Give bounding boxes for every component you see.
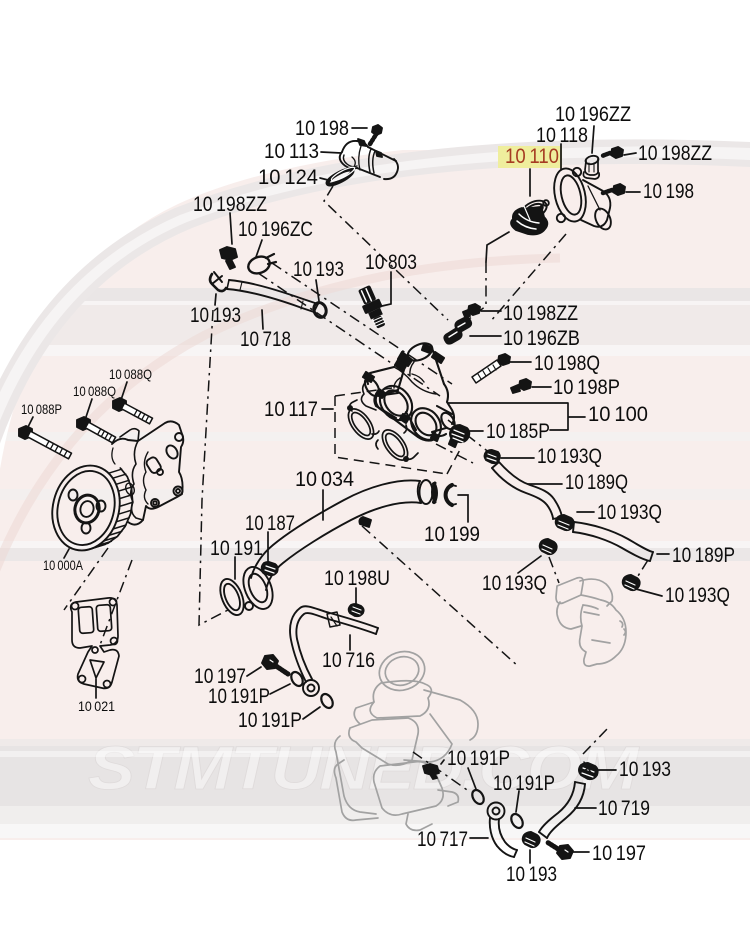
svg-text:10 193Q: 10 193Q: [482, 571, 547, 595]
svg-text:10 719: 10 719: [598, 796, 650, 820]
svg-text:10 191P: 10 191P: [238, 708, 302, 732]
svg-text:10 113: 10 113: [264, 139, 319, 163]
svg-text:10 198ZZ: 10 198ZZ: [193, 192, 267, 216]
svg-text:10 198Q: 10 198Q: [534, 351, 600, 375]
svg-text:10 193: 10 193: [506, 862, 557, 886]
svg-text:10 196ZC: 10 196ZC: [238, 217, 313, 241]
svg-text:10 197: 10 197: [194, 664, 246, 688]
svg-text:10 193: 10 193: [293, 257, 344, 281]
svg-text:10 198ZZ: 10 198ZZ: [638, 141, 712, 165]
svg-text:10 118: 10 118: [536, 123, 588, 147]
svg-text:10 718: 10 718: [240, 327, 291, 351]
svg-text:10 117: 10 117: [264, 397, 318, 421]
svg-text:10 198: 10 198: [643, 179, 694, 203]
svg-text:10 034: 10 034: [295, 467, 354, 491]
svg-text:10 191: 10 191: [210, 536, 263, 560]
svg-text:10 124: 10 124: [258, 165, 318, 189]
svg-text:10 803: 10 803: [365, 250, 417, 274]
svg-text:10 000A: 10 000A: [43, 557, 84, 573]
svg-text:10 716: 10 716: [322, 648, 375, 672]
svg-text:10 185P: 10 185P: [486, 419, 550, 443]
svg-text:10 100: 10 100: [588, 402, 648, 426]
svg-text:10 110: 10 110: [505, 144, 559, 168]
svg-text:10 198U: 10 198U: [324, 566, 390, 590]
svg-text:10 198: 10 198: [295, 116, 349, 140]
svg-text:10 193Q: 10 193Q: [597, 500, 662, 524]
svg-text:10 196ZZ: 10 196ZZ: [555, 102, 631, 126]
svg-text:10 199: 10 199: [424, 522, 480, 546]
svg-text:10 198P: 10 198P: [553, 375, 620, 399]
svg-text:10 193: 10 193: [190, 303, 241, 327]
svg-text:10 088P: 10 088P: [21, 401, 62, 417]
svg-text:10 191P: 10 191P: [493, 771, 555, 795]
svg-text:10 197: 10 197: [592, 841, 646, 865]
svg-text:10 191P: 10 191P: [447, 746, 510, 770]
svg-text:10 088Q: 10 088Q: [73, 383, 116, 399]
svg-text:10 189Q: 10 189Q: [565, 470, 628, 494]
svg-text:10 189P: 10 189P: [672, 543, 735, 567]
svg-text:10 193Q: 10 193Q: [665, 583, 730, 607]
svg-text:10 717: 10 717: [417, 827, 468, 851]
svg-text:10 196ZB: 10 196ZB: [503, 326, 580, 350]
svg-text:10 198ZZ: 10 198ZZ: [503, 301, 578, 325]
svg-text:10 021: 10 021: [78, 698, 115, 714]
svg-text:10 193: 10 193: [619, 757, 671, 781]
svg-text:STMTUNED.COM: STMTUNED.COM: [88, 734, 640, 802]
svg-text:10 191P: 10 191P: [208, 684, 270, 708]
svg-text:10 088Q: 10 088Q: [109, 366, 152, 382]
svg-text:10 187: 10 187: [245, 511, 295, 535]
svg-text:10 193Q: 10 193Q: [537, 444, 602, 468]
